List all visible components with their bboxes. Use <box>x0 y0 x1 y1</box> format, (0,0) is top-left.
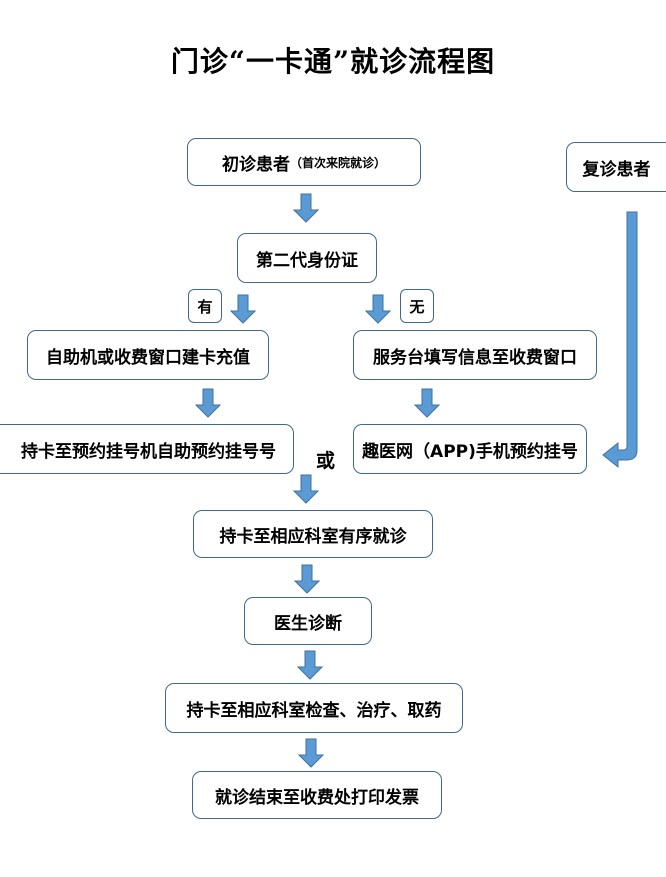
node-diagnosis-label: 医生诊断 <box>274 613 342 634</box>
node-first-visit-note: （首次来院就诊） <box>289 155 386 170</box>
node-return-visit-label: 复诊患者 <box>582 159 651 180</box>
node-kiosk-booking-label: 持卡至预约挂号机自助预约挂号号 <box>21 441 276 462</box>
arrow-down-icon <box>298 738 324 768</box>
arrow-down-icon <box>293 474 319 504</box>
node-visit-dept: 持卡至相应科室有序就诊 <box>193 510 433 558</box>
tag-has-card: 有 <box>188 289 222 323</box>
node-self-service-create-label: 自助机或收费窗口建卡充值 <box>46 347 250 368</box>
node-visit-dept-label: 持卡至相应科室有序就诊 <box>219 526 407 547</box>
node-first-visit: 初诊患者（首次来院就诊） <box>187 138 421 186</box>
arrow-down-icon <box>414 388 440 418</box>
tag-has-card-label: 有 <box>197 297 213 316</box>
arrow-down-icon <box>230 294 256 324</box>
node-exam-treat: 持卡至相应科室检查、治疗、取药 <box>165 683 463 733</box>
node-return-visit: 复诊患者 <box>566 142 666 192</box>
or-label: 或 <box>316 450 336 472</box>
node-exam-treat-label: 持卡至相应科室检查、治疗、取药 <box>186 700 442 721</box>
node-diagnosis: 医生诊断 <box>244 597 372 645</box>
arrow-down-icon <box>293 193 319 223</box>
arrow-down-icon <box>297 650 323 680</box>
bent-arrow-icon <box>602 211 638 469</box>
node-id-card-label: 第二代身份证 <box>256 250 358 271</box>
node-service-desk: 服务台填写信息至收费窗口 <box>353 330 597 380</box>
arrow-down-icon <box>294 564 320 594</box>
tag-no-card: 无 <box>400 289 434 323</box>
node-first-visit-label: 初诊患者 <box>221 154 290 175</box>
node-service-desk-label: 服务台填写信息至收费窗口 <box>373 347 577 368</box>
node-print-invoice: 就诊结束至收费处打印发票 <box>192 771 442 819</box>
tag-no-card-label: 无 <box>409 297 425 316</box>
arrow-down-icon <box>365 294 391 324</box>
node-kiosk-booking: 持卡至预约挂号机自助预约挂号号 <box>0 424 294 474</box>
node-app-booking: 趣医网（APP)手机预约挂号 <box>353 424 587 474</box>
arrow-down-icon <box>195 388 221 418</box>
node-app-booking-label: 趣医网（APP)手机预约挂号 <box>362 441 578 462</box>
node-self-service-create: 自助机或收费窗口建卡充值 <box>27 330 269 380</box>
page-title: 门诊“一卡通”就诊流程图 <box>170 45 496 78</box>
node-print-invoice-label: 就诊结束至收费处打印发票 <box>215 787 419 808</box>
node-id-card: 第二代身份证 <box>237 233 377 283</box>
